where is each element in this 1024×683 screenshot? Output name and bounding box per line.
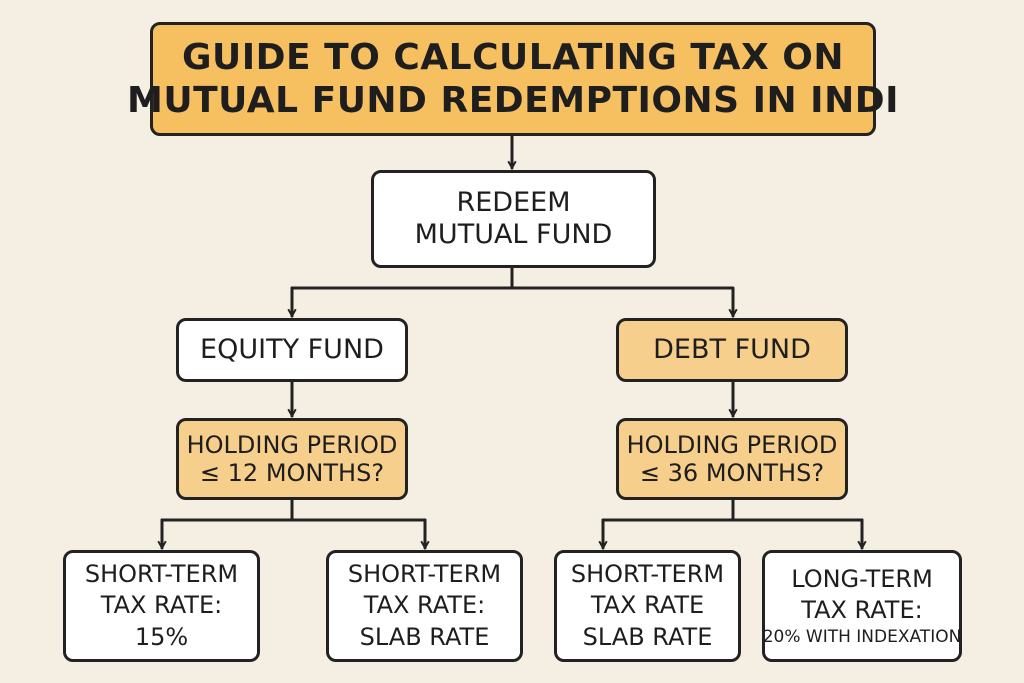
debt-question-line-2: ≤ 36 MONTHS? <box>639 459 825 487</box>
leaf3-line-3: SLAB RATE <box>582 622 713 651</box>
arrow-debt-holding-split <box>601 498 864 522</box>
equity-question-line-1: HOLDING PERIOD <box>186 430 398 459</box>
leaf3-line-1: SHORT-TERM <box>570 560 725 589</box>
leaf4-line-2: TAX RATE: <box>801 595 923 624</box>
debt-short-term-slab-node: SHORT-TERM TAX RATE SLAB RATE <box>554 550 741 662</box>
leaf2-line-1: SHORT-TERM <box>347 560 502 589</box>
leaf1-line-2: TAX RATE: <box>100 591 223 620</box>
diagram-title: GUIDE TO CALCULATING TAX ON MUTUAL FUND … <box>127 22 898 136</box>
debt-fund-node: DEBT FUND <box>616 318 848 382</box>
leaf2-line-3: SLAB RATE <box>359 622 490 651</box>
debt-fund-label: DEBT FUND <box>653 334 811 366</box>
arrow-equity-holding-split <box>160 498 427 522</box>
leaf4-line-3: 20% WITH INDEXATION <box>762 627 962 648</box>
debt-holding-question: HOLDING PERIOD ≤ 36 MONTHS? <box>616 418 848 500</box>
leaf3-line-2: TAX RATE <box>590 591 705 620</box>
leaf1-line-1: SHORT-TERM <box>84 560 239 589</box>
equity-short-term-slab-node: SHORT-TERM TAX RATE: SLAB RATE <box>326 550 523 662</box>
equity-question-line-2: ≤ 12 MONTHS? <box>199 459 385 487</box>
equity-fund-node: EQUITY FUND <box>176 318 408 382</box>
arrow-to-equity <box>290 286 733 318</box>
title-line-1: GUIDE TO CALCULATING TAX ON <box>181 36 845 78</box>
redeem-line-1: REDEEM <box>456 187 571 219</box>
equity-fund-label: EQUITY FUND <box>200 334 384 366</box>
title-line-2: MUTUAL FUND REDEMPTIONS IN INDI <box>127 80 899 121</box>
redeem-node: REDEEM MUTUAL FUND <box>371 170 656 268</box>
leaf4-line-1: LONG-TERM <box>791 564 933 593</box>
leaf2-line-2: TAX RATE: <box>363 591 486 620</box>
equity-short-term-15-node: SHORT-TERM TAX RATE: 15% <box>63 550 260 662</box>
debt-question-line-1: HOLDING PERIOD <box>626 430 838 459</box>
redeem-line-2: MUTUAL FUND <box>414 219 613 250</box>
equity-holding-question: HOLDING PERIOD ≤ 12 MONTHS? <box>176 418 408 500</box>
leaf1-line-3: 15% <box>134 622 189 651</box>
debt-long-term-indexation-node: LONG-TERM TAX RATE: 20% WITH INDEXATION <box>762 550 962 662</box>
